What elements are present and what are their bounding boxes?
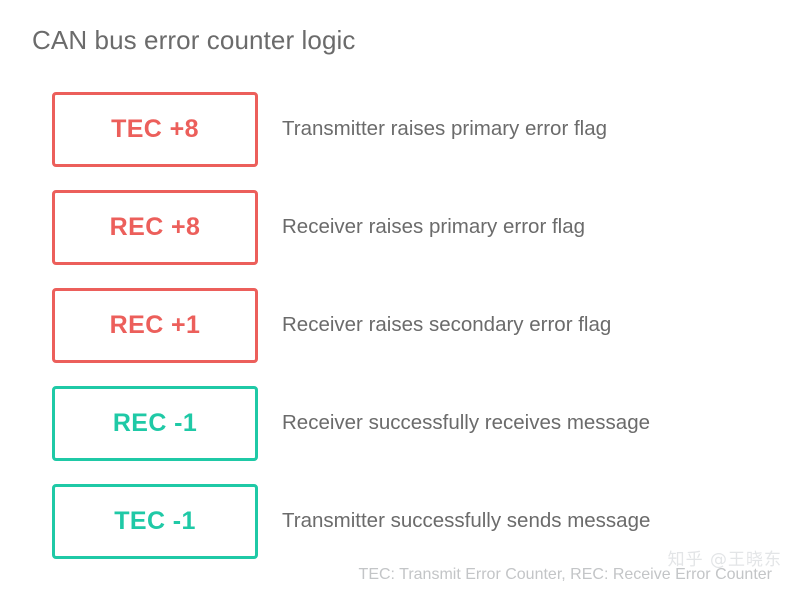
list-item: TEC +8 Transmitter raises primary error … <box>52 92 772 167</box>
rule-description: Receiver raises secondary error flag <box>282 313 612 337</box>
counter-badge-rec-plus-1: REC +1 <box>52 288 258 363</box>
counter-badge-tec-plus-8: TEC +8 <box>52 92 258 167</box>
abbreviation-legend: TEC: Transmit Error Counter, REC: Receiv… <box>358 566 772 583</box>
rule-description: Transmitter successfully sends message <box>282 509 651 533</box>
list-item: TEC -1 Transmitter successfully sends me… <box>52 484 772 559</box>
counter-badge-label: TEC +8 <box>111 115 199 143</box>
zhihu-watermark: 知乎 @王晓东 <box>667 550 782 570</box>
rule-description: Receiver raises primary error flag <box>282 215 586 239</box>
counter-badge-label: TEC -1 <box>114 507 196 535</box>
list-item: REC +1 Receiver raises secondary error f… <box>52 288 772 363</box>
counter-badge-tec-minus-1: TEC -1 <box>52 484 258 559</box>
counter-badge-rec-minus-1: REC -1 <box>52 386 258 461</box>
rule-description: Receiver successfully receives message <box>282 411 650 435</box>
counter-rule-list: TEC +8 Transmitter raises primary error … <box>52 92 772 582</box>
rule-description: Transmitter raises primary error flag <box>282 117 608 141</box>
counter-badge-label: REC -1 <box>112 409 198 437</box>
list-item: REC +8 Receiver raises primary error fla… <box>52 190 772 265</box>
counter-badge-label: REC +8 <box>109 213 201 241</box>
page-title: CAN bus error counter logic <box>32 25 356 55</box>
counter-badge-rec-plus-8: REC +8 <box>52 190 258 265</box>
list-item: REC -1 Receiver successfully receives me… <box>52 386 772 461</box>
counter-badge-label: REC +1 <box>109 311 201 339</box>
